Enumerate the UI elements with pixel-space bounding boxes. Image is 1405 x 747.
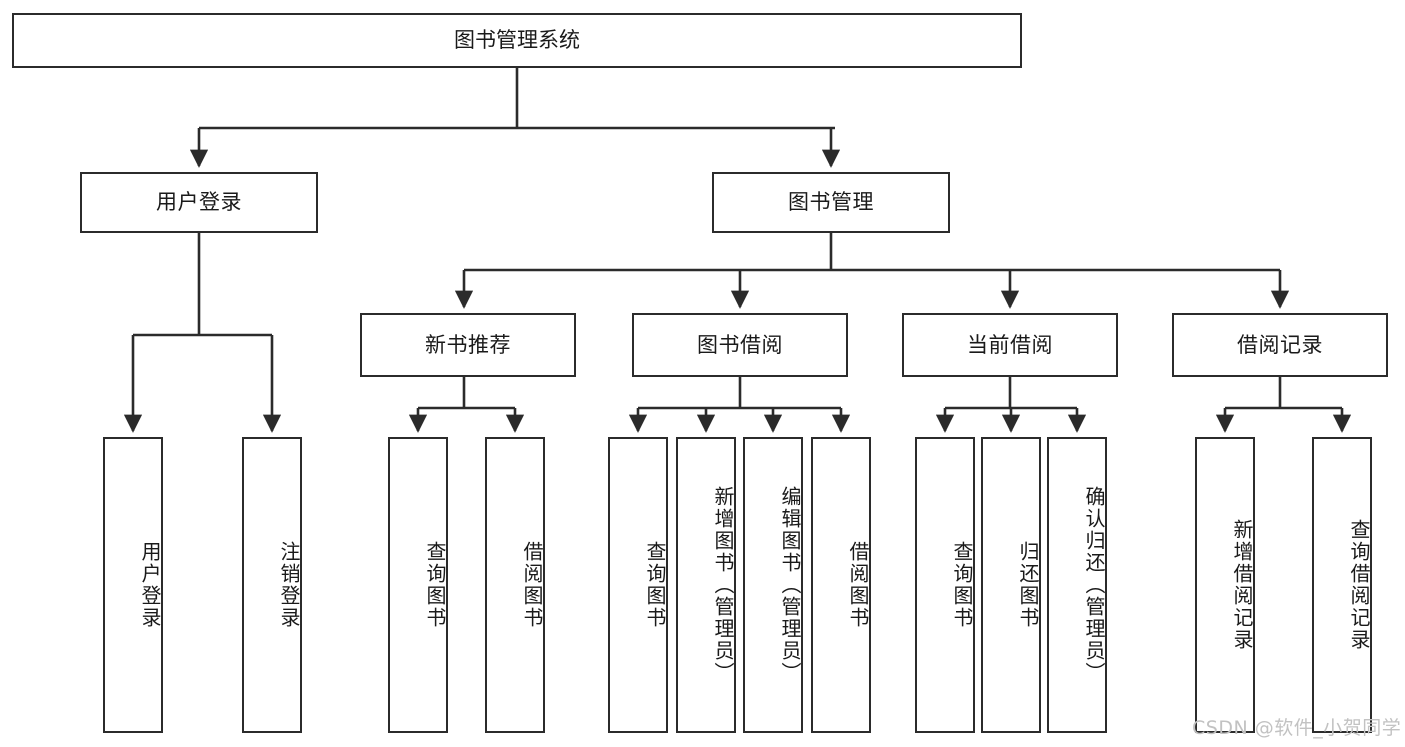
node-root-system[interactable]: 图书管理系统 <box>12 13 1022 68</box>
node-leaf-label: 查询图书 <box>950 541 974 629</box>
node-leaf-label: 查询图书 <box>643 541 667 629</box>
node-leaf-book-borrow-add[interactable]: 新增图书（管理员） <box>676 437 736 733</box>
node-leaf-label: 注销登录 <box>277 541 301 629</box>
node-leaf-new-book-borrow[interactable]: 借阅图书 <box>485 437 545 733</box>
node-leaf-label: 借阅图书 <box>846 541 870 629</box>
node-leaf-new-book-query[interactable]: 查询图书 <box>388 437 448 733</box>
node-root-label: 图书管理系统 <box>454 28 580 53</box>
node-leaf-user-login-login[interactable]: 用户登录 <box>103 437 163 733</box>
node-book-manage[interactable]: 图书管理 <box>712 172 950 233</box>
node-leaf-label: 借阅图书 <box>520 541 544 629</box>
node-current-borrow[interactable]: 当前借阅 <box>902 313 1118 377</box>
node-book-borrow[interactable]: 图书借阅 <box>632 313 848 377</box>
node-leaf-book-borrow-query[interactable]: 查询图书 <box>608 437 668 733</box>
node-leaf-current-borrow-return[interactable]: 归还图书 <box>981 437 1041 733</box>
csdn-watermark: CSDN @软件_小贺同学 <box>1192 717 1402 739</box>
node-new-book-recommend[interactable]: 新书推荐 <box>360 313 576 377</box>
node-borrow-record-label: 借阅记录 <box>1237 332 1323 357</box>
node-book-manage-label: 图书管理 <box>788 190 874 215</box>
node-leaf-current-borrow-query[interactable]: 查询图书 <box>915 437 975 733</box>
node-user-login-label: 用户登录 <box>156 190 242 215</box>
node-leaf-label: 归还图书 <box>1016 541 1040 629</box>
node-leaf-book-borrow-borrow[interactable]: 借阅图书 <box>811 437 871 733</box>
node-leaf-label: 查询图书 <box>423 541 447 629</box>
node-borrow-record[interactable]: 借阅记录 <box>1172 313 1388 377</box>
node-leaf-book-borrow-edit[interactable]: 编辑图书（管理员） <box>743 437 803 733</box>
node-leaf-label: 查询借阅记录 <box>1347 519 1371 651</box>
node-leaf-label: 新增借阅记录 <box>1230 519 1254 651</box>
node-leaf-label: 确认归还（管理员） <box>1082 486 1106 684</box>
node-user-login[interactable]: 用户登录 <box>80 172 318 233</box>
node-leaf-user-login-logout[interactable]: 注销登录 <box>242 437 302 733</box>
node-leaf-label: 新增图书（管理员） <box>711 486 735 684</box>
node-leaf-label: 编辑图书（管理员） <box>778 486 802 684</box>
node-leaf-borrow-record-query[interactable]: 查询借阅记录 <box>1312 437 1372 733</box>
node-new-book-recommend-label: 新书推荐 <box>425 332 511 357</box>
node-leaf-current-borrow-confirm[interactable]: 确认归还（管理员） <box>1047 437 1107 733</box>
node-book-borrow-label: 图书借阅 <box>697 332 783 357</box>
node-leaf-label: 用户登录 <box>138 541 162 629</box>
node-current-borrow-label: 当前借阅 <box>967 332 1053 357</box>
node-leaf-borrow-record-add[interactable]: 新增借阅记录 <box>1195 437 1255 733</box>
